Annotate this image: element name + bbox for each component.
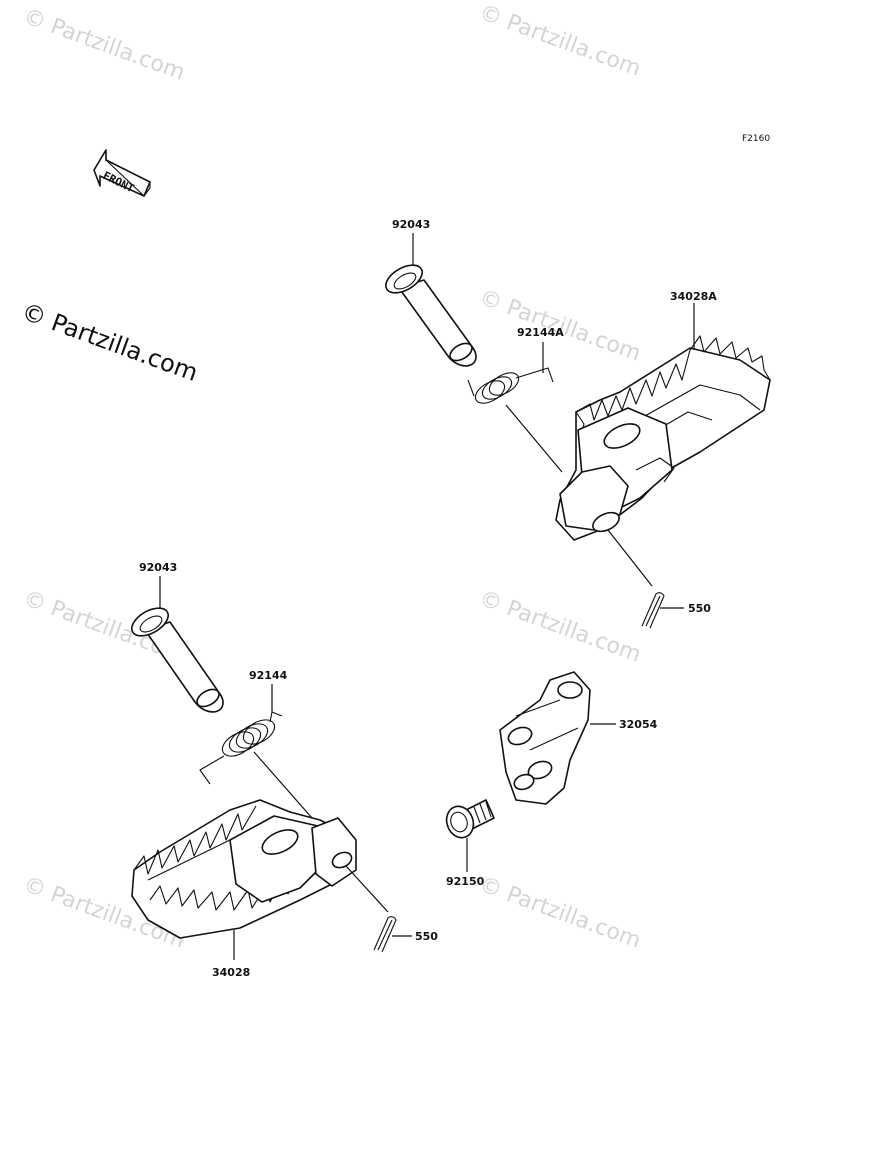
leader-line <box>607 529 653 587</box>
watermark-main-text: © Partzilla.com <box>18 297 202 387</box>
part-label-32054: 32054 <box>619 718 658 731</box>
pin-92043-left <box>131 607 224 713</box>
pin-92043-right <box>385 264 477 367</box>
front-arrow-icon: FRONT <box>93 149 151 197</box>
diagram-code: F2160 <box>742 134 770 144</box>
part-label-92043-left: 92043 <box>139 561 177 574</box>
footpeg-34028-left <box>131 799 357 939</box>
leader-line <box>505 404 563 473</box>
part-label-34028a: 34028A <box>670 290 717 303</box>
bracket-32054 <box>499 671 591 805</box>
watermark-text: © Partzilla.com <box>476 586 644 668</box>
cotter-pin-550-right <box>641 592 665 629</box>
watermark-text: © Partzilla.com <box>476 0 644 82</box>
spring-92144a-right <box>467 367 554 404</box>
part-label-34028: 34028 <box>212 966 250 979</box>
bolt-92150 <box>445 799 495 839</box>
footpeg-34028a-right <box>555 335 771 541</box>
part-label-92043-right: 92043 <box>392 218 430 231</box>
leader-line <box>253 751 313 819</box>
watermark-group: © Partzilla.com © Partzilla.com © Partzi… <box>20 0 644 954</box>
spring-92144-left <box>199 711 283 785</box>
part-label-92144a: 92144A <box>517 326 564 339</box>
part-label-92150: 92150 <box>446 875 485 888</box>
part-label-92144: 92144 <box>249 669 288 682</box>
leader-line <box>345 865 389 913</box>
watermark-text: © Partzilla.com <box>20 4 188 86</box>
part-label-550-right: 550 <box>688 602 711 615</box>
cotter-pin-550-left <box>373 916 397 953</box>
part-label-550-left: 550 <box>415 930 438 943</box>
watermark-text: © Partzilla.com <box>476 872 644 954</box>
